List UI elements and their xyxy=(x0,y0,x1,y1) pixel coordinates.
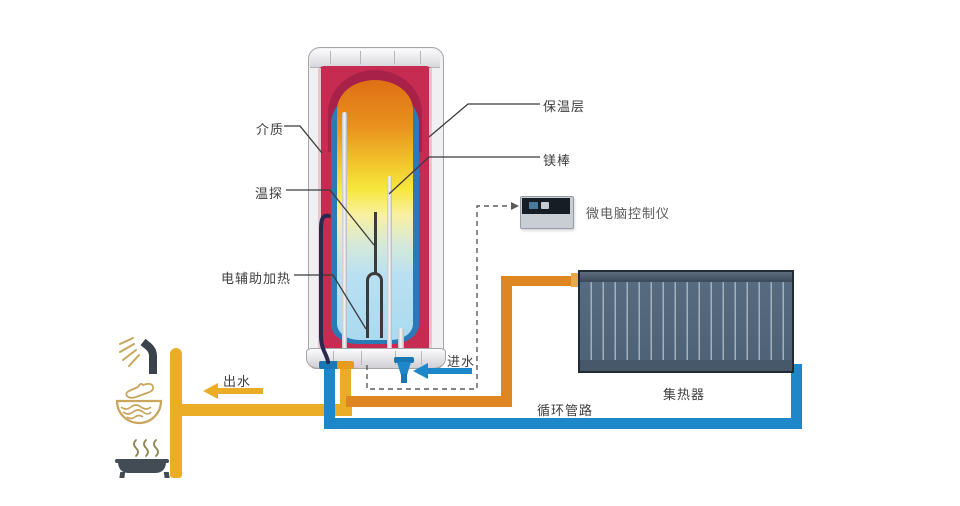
label-temp-probe: 温探 xyxy=(255,186,284,201)
lid-seam xyxy=(360,51,361,64)
rim-seam xyxy=(421,351,422,365)
label-electric-aux-heater: 电辅助加热 xyxy=(221,271,292,286)
magnesium-rod xyxy=(387,176,392,368)
collector-bottom-band xyxy=(580,360,792,371)
circulation-cold-pipe-bottom xyxy=(324,418,802,429)
rim-seam xyxy=(361,351,362,365)
circulation-cold-pipe-riser xyxy=(791,364,802,429)
hand-wash-basin-icon xyxy=(115,382,163,425)
controller-signal-line xyxy=(366,205,511,390)
electric-heating-element xyxy=(366,272,383,338)
label-controller: 微电脑控制仪 xyxy=(586,206,671,221)
lid-seam xyxy=(420,51,421,64)
temp-sensor-cable xyxy=(319,213,331,364)
collector-header-bar xyxy=(580,272,792,282)
cold-port-fitting xyxy=(319,361,339,369)
label-medium: 介质 xyxy=(256,122,285,137)
temperature-probe-tube xyxy=(374,212,377,274)
tank-cold-port-pipe xyxy=(324,368,335,424)
label-water-inlet: 进水 xyxy=(447,354,476,369)
collector-tube-array xyxy=(580,282,792,360)
inlet-fitting-flange xyxy=(394,357,414,363)
shower-icon xyxy=(119,337,157,374)
hot-water-outlet-pipe xyxy=(176,404,352,416)
circulation-hot-pipe-horizontal xyxy=(346,396,512,407)
water-inlet-arrow xyxy=(413,363,472,379)
hot-port-fitting xyxy=(337,361,354,369)
inlet-fitting-tip xyxy=(401,374,407,383)
label-magnesium-rod: 镁棒 xyxy=(543,153,572,168)
rim-seam xyxy=(333,351,334,365)
lid-seam xyxy=(394,51,395,64)
label-collector: 集热器 xyxy=(663,387,706,402)
collector-inlet-connector xyxy=(571,273,579,287)
tank-rod-left xyxy=(342,112,347,368)
lid-seam xyxy=(330,51,331,64)
shell-inner-highlight xyxy=(318,68,321,350)
shell-inner-highlight xyxy=(429,68,432,350)
inlet-tube-stub xyxy=(398,328,404,364)
label-water-outlet: 出水 xyxy=(223,374,252,389)
tank-hot-port-pipe xyxy=(340,368,351,416)
controller-display-segment xyxy=(529,202,538,209)
circulation-hot-pipe-riser xyxy=(501,276,512,407)
label-insulation-layer: 保温层 xyxy=(543,99,586,114)
tank-water-gradient xyxy=(337,80,413,340)
water-outlet-arrow xyxy=(203,383,263,399)
controller-display-segment xyxy=(541,202,549,209)
inlet-fitting-cone xyxy=(397,362,411,375)
circulation-hot-pipe-top xyxy=(501,276,578,286)
label-circulation-pipe: 循环管路 xyxy=(537,403,594,418)
bathtub-icon xyxy=(115,439,170,478)
